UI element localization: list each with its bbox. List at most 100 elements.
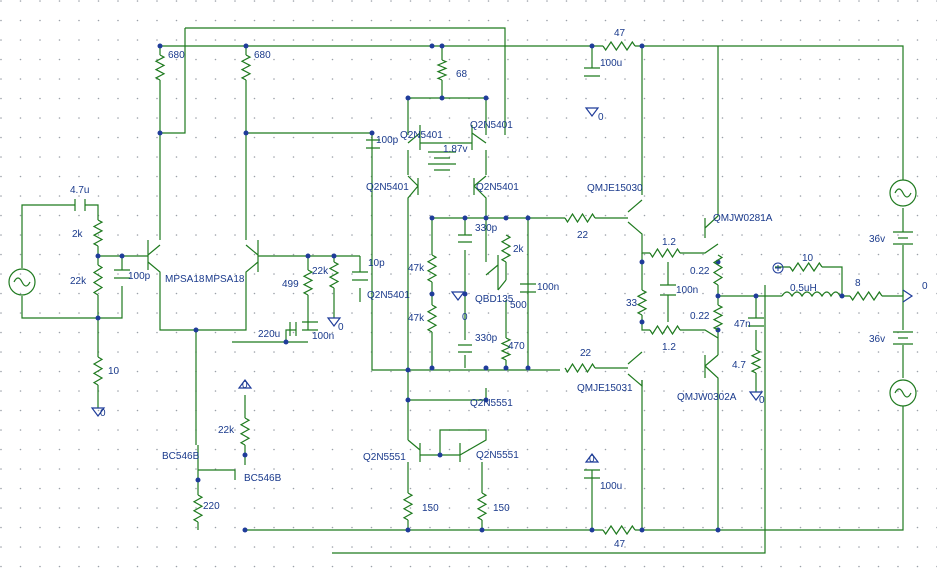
label-gnd0c: 0 bbox=[462, 312, 468, 323]
label-r680a: 680 bbox=[168, 50, 185, 61]
label-gnd0b: 0 bbox=[338, 322, 344, 333]
label-c330pbot: 330p bbox=[475, 333, 498, 344]
probe-marker bbox=[772, 262, 784, 274]
hres-8 bbox=[849, 290, 883, 302]
res-022b bbox=[712, 304, 724, 331]
label-c330ptop: 330p bbox=[475, 223, 498, 234]
label-r10left: 10 bbox=[108, 366, 120, 377]
label-v36bot: 36v bbox=[869, 334, 885, 345]
label-c100nbias: 100n bbox=[537, 282, 559, 293]
label-r68: 68 bbox=[456, 69, 468, 80]
hres-47top bbox=[602, 40, 636, 52]
label-r22kbot: 22k bbox=[218, 425, 235, 436]
label-r33: 33 bbox=[626, 298, 638, 309]
label-qbd135: QBD135 bbox=[475, 294, 514, 305]
label-r8: 8 bbox=[855, 278, 861, 289]
label-gnd0e: 0 bbox=[100, 408, 106, 419]
res-47kb bbox=[426, 304, 438, 333]
res-22kmid bbox=[328, 261, 340, 289]
ground-symbols bbox=[90, 107, 914, 463]
label-r22top: 22 bbox=[577, 230, 589, 241]
label-qmjw0281a: QMJW0281A bbox=[713, 213, 773, 224]
capacitors bbox=[74, 67, 764, 479]
src-top bbox=[889, 179, 917, 207]
res-470 bbox=[500, 337, 512, 361]
inductor-0.5uh bbox=[781, 291, 841, 298]
label-r47bot: 47 bbox=[614, 539, 626, 550]
res-499 bbox=[302, 269, 314, 296]
hres-47bot bbox=[602, 524, 636, 536]
label-q5551b: Q2N5551 bbox=[363, 452, 406, 463]
label-qmje15030: QMJE15030 bbox=[587, 183, 643, 194]
label-qmpsa18a: MPSA18 bbox=[165, 274, 205, 285]
label-r47: 4.7 bbox=[732, 360, 746, 371]
label-q5401d: Q2N5401 bbox=[476, 182, 519, 193]
label-r220: 220 bbox=[203, 501, 220, 512]
res-2kmid bbox=[500, 234, 512, 263]
label-r47ka: 47k bbox=[408, 263, 425, 274]
label-l05uh: 0.5uH bbox=[790, 283, 817, 294]
label-r680b: 680 bbox=[254, 50, 271, 61]
hres-12bot bbox=[649, 324, 681, 336]
label-c47n: 47n bbox=[734, 319, 751, 330]
label-r150a: 150 bbox=[422, 503, 439, 514]
label-q5401e: Q2N5401 bbox=[367, 290, 410, 301]
label-r22kmid: 22k bbox=[312, 266, 329, 277]
label-r47kb: 47k bbox=[408, 313, 425, 324]
label-r150b: 150 bbox=[493, 503, 510, 514]
label-qmpsa18b: MPSA18 bbox=[205, 274, 245, 285]
label-c220u: 220u bbox=[258, 329, 280, 340]
label-q5401c: Q2N5401 bbox=[366, 182, 409, 193]
label-r022b: 0.22 bbox=[690, 311, 710, 322]
junction-dots bbox=[95, 43, 845, 533]
label-qmje15031: QMJE15031 bbox=[577, 383, 633, 394]
label-gnd0f: 0 bbox=[242, 380, 248, 391]
label-gnd0d: 0 bbox=[759, 395, 765, 406]
res-150b bbox=[476, 492, 488, 521]
label-q5551c: Q2N5551 bbox=[476, 450, 519, 461]
label-r2kmid: 2k bbox=[513, 244, 525, 255]
hres-22bot bbox=[564, 362, 596, 374]
label-r12top: 1.2 bbox=[662, 237, 676, 248]
label-r10zob: 10 bbox=[802, 253, 814, 264]
label-c10p: 10p bbox=[368, 258, 385, 269]
res-680b bbox=[240, 54, 252, 81]
hres-22top bbox=[564, 212, 596, 224]
res-22kbot bbox=[239, 417, 251, 446]
label-r47top: 47 bbox=[614, 28, 626, 39]
label-gnd0g: 0 bbox=[589, 454, 595, 465]
label-c47u: 4.7u bbox=[70, 185, 89, 196]
label-r22bot: 22 bbox=[580, 348, 592, 359]
wiring bbox=[21, 27, 904, 554]
label-c100nmid: 100n bbox=[312, 331, 334, 342]
hres-12top bbox=[649, 247, 681, 259]
res-680a bbox=[154, 54, 166, 81]
res-150a bbox=[402, 492, 414, 521]
res-47ka bbox=[426, 254, 438, 283]
src-input bbox=[8, 268, 36, 296]
horizontal-resistors bbox=[564, 40, 883, 536]
label-c100pleft: 100p bbox=[128, 271, 151, 282]
resistors bbox=[92, 54, 762, 523]
label-r470: 470 bbox=[508, 341, 525, 352]
label-q5401a: Q2N5401 bbox=[400, 130, 443, 141]
label-c100ptop: 100p bbox=[376, 135, 399, 146]
label-r499: 499 bbox=[282, 279, 299, 290]
label-out0: 0 bbox=[922, 281, 928, 292]
res-10left bbox=[92, 356, 104, 386]
res-22k bbox=[92, 264, 104, 296]
label-c100ubot: 100u bbox=[600, 481, 622, 492]
label-c100nright: 100n bbox=[676, 285, 698, 296]
label-v36top: 36v bbox=[869, 234, 885, 245]
label-r022a: 0.22 bbox=[690, 266, 710, 277]
label-v187: 1.87v bbox=[443, 144, 467, 155]
res-220 bbox=[192, 494, 204, 523]
label-bc546b: BC546B bbox=[244, 473, 282, 484]
res-33 bbox=[636, 289, 648, 316]
res-2k bbox=[92, 219, 104, 247]
res-47small bbox=[750, 349, 762, 374]
battery-top bbox=[893, 231, 913, 245]
label-bc546a: BC546B bbox=[162, 451, 200, 462]
